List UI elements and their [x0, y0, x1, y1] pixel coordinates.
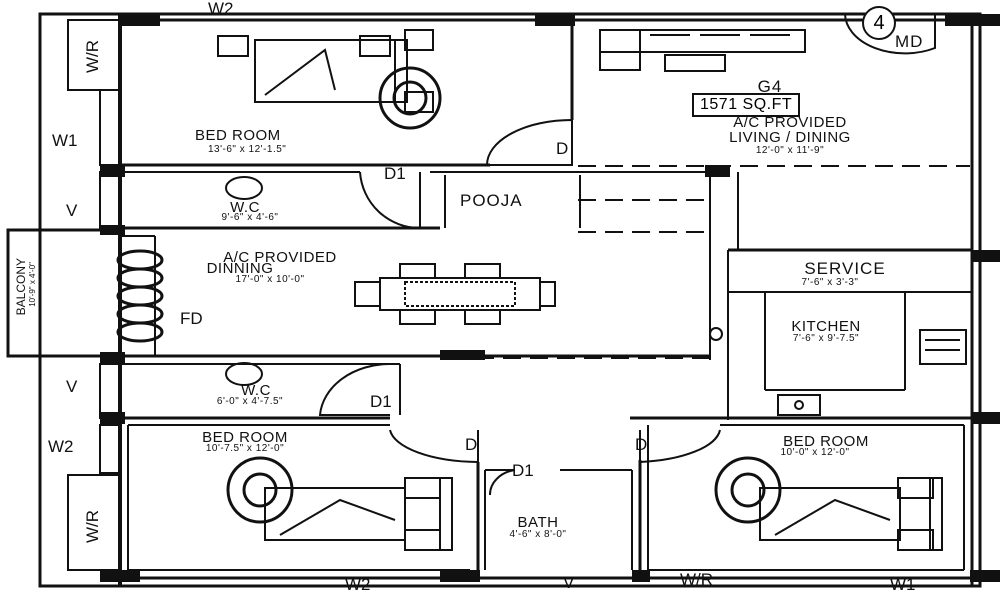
bath-dimension: 4'-6" x 8'-0"	[509, 529, 567, 540]
wardrobe-bottom: W/R	[680, 570, 714, 589]
dashed-openings	[480, 165, 970, 359]
main-door-label: MD	[895, 32, 924, 51]
bath-name: BATH	[517, 514, 559, 531]
left-wall-windows	[67, 19, 121, 571]
ventilator-left-2: V	[66, 377, 78, 396]
wc-1-name: W.C	[230, 199, 260, 216]
dinning-name: DINNING	[206, 260, 274, 277]
dining-table-furniture	[354, 263, 556, 325]
kitchen-dimension: 7'-6" x 9'-7.5"	[792, 333, 860, 344]
living-ac-label: A/C PROVIDED	[733, 114, 847, 131]
window-w1-left: W1	[52, 131, 78, 150]
toilet-fixtures	[225, 176, 263, 386]
ventilator-bottom: V	[563, 573, 575, 592]
unit-circle-number: 4	[862, 6, 896, 40]
wardrobe-left: W/R	[83, 510, 102, 544]
bed-1-furniture	[217, 29, 442, 130]
door-bath: D1	[512, 461, 534, 480]
ventilator-left-1: V	[66, 201, 78, 220]
dinning-ac-label: A/C PROVIDED	[223, 249, 337, 266]
bed-2-furniture	[226, 456, 453, 551]
window-w1-bottom: W1	[890, 575, 916, 594]
folding-door-label: FD	[180, 309, 203, 328]
bed-room-1-dimension: 13'-6" x 12'-1.5"	[208, 144, 287, 155]
interior-walls	[120, 20, 972, 578]
door-wc-1: D1	[384, 164, 406, 183]
sofa-furniture	[599, 29, 806, 72]
balcony-outline	[6, 228, 42, 358]
bed-room-1-name: BED ROOM	[195, 127, 281, 144]
window-w2-left: W2	[48, 437, 74, 456]
balcony-dimension: 10'-9" x 4'-0"	[28, 262, 37, 307]
window-w2-top: W2	[208, 0, 234, 18]
bed-room-2-name: BED ROOM	[202, 429, 288, 446]
door-wc-2: D1	[370, 392, 392, 411]
door-bed-room-2: D	[465, 435, 478, 454]
unit-number: G4	[757, 77, 783, 96]
window-w2-bottom: W2	[345, 575, 371, 594]
service-dimension: 7'-6" x 3'-3"	[801, 277, 859, 288]
folding-door-symbol	[116, 249, 164, 343]
door-bed-room-3: D	[635, 435, 648, 454]
wall-pillars	[100, 14, 1000, 582]
area-badge: 1571 SQ.FT	[692, 93, 801, 117]
wc-1-dimension: 9'-6" x 4'-6"	[221, 212, 279, 223]
wc-2-dimension: 6'-0" x 4'-7.5"	[216, 396, 284, 407]
bed-3-furniture	[714, 456, 943, 551]
wc-2-name: W.C	[241, 382, 271, 399]
balcony-name: BALCONY	[14, 258, 28, 316]
kitchen-fixtures	[709, 327, 967, 416]
outer-walls	[38, 12, 982, 588]
door-living: D	[556, 139, 569, 158]
pooja-name: POOJA	[460, 191, 523, 210]
bed-room-3-dimension: 10'-0" x 12'-0"	[780, 447, 850, 458]
wardrobe-top: W/R	[83, 40, 102, 74]
living-dining-name: LIVING / DINING	[729, 129, 851, 146]
service-name: SERVICE	[804, 259, 886, 278]
bed-room-3-name: BED ROOM	[783, 433, 869, 450]
kitchen-name: KITCHEN	[791, 318, 861, 335]
dinning-dimension: 17'-0" x 10'-0"	[235, 274, 305, 285]
bed-room-2-dimension: 10'-7.5" x 12'-0"	[205, 443, 285, 454]
door-swings	[318, 13, 936, 496]
living-dining-dimension: 12'-0" x 11'-9"	[755, 145, 825, 156]
